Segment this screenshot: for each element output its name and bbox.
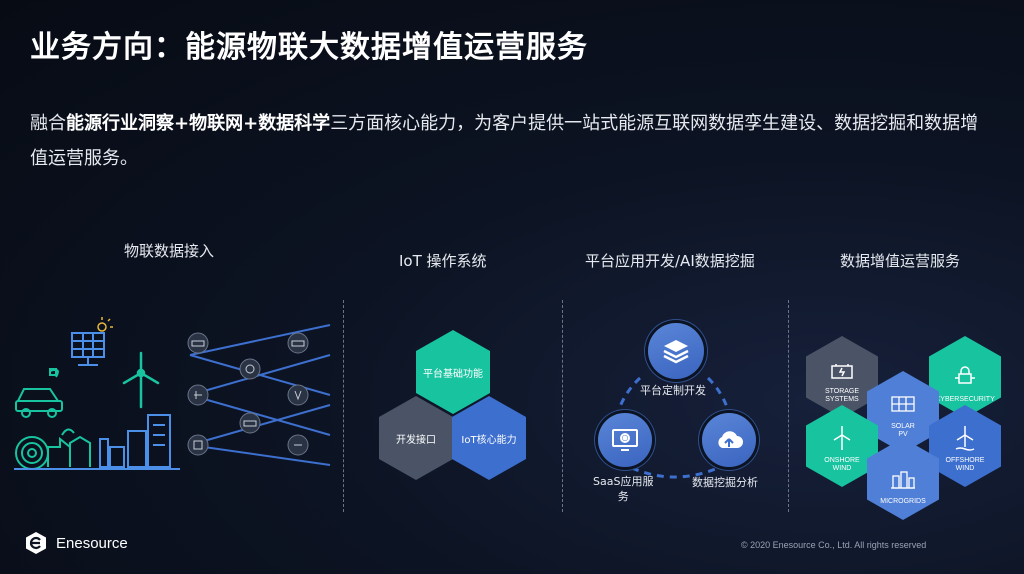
hex-label: IoT核心能力 (461, 434, 517, 446)
lock-icon (955, 366, 975, 384)
network-lines (189, 324, 331, 466)
iot-access-illustration (14, 317, 331, 470)
layers-icon (648, 323, 704, 379)
offshore-turbine-icon (955, 426, 975, 451)
microgrid-icon (891, 471, 915, 489)
hex-label: 开发接口 (396, 434, 436, 446)
solar-panel-icon (71, 332, 105, 366)
platform-ring (612, 376, 734, 479)
divider (343, 300, 344, 512)
solar-panel-icon (891, 396, 915, 412)
enesource-logo-icon (26, 532, 46, 554)
hex-iot-core: IoT核心能力 (452, 396, 526, 480)
saas-label: SaaS应用服务 (593, 475, 654, 503)
wind-turbine-icon (122, 351, 160, 409)
column-heading-services: 数据增值运营服务 (840, 252, 961, 270)
intro-text: 融合能源行业洞察+物联网+数据科学三方面核心能力，为客户提供一站式能源互联网数据… (30, 113, 979, 169)
divider (562, 300, 563, 512)
hex-dev-api: 开发接口 (379, 396, 453, 480)
brand-logo: Enesource (24, 531, 128, 555)
city-buildings-icon (14, 414, 180, 470)
hex-platform-base: 平台基础功能 (416, 330, 490, 414)
hex-label: 平台基础功能 (423, 368, 483, 380)
divider (788, 300, 789, 512)
data-mining-label: 数据挖掘分析 (692, 476, 758, 489)
platform-custom-label: 平台定制开发 (640, 384, 706, 397)
saas-gear-icon (598, 413, 652, 467)
page-title: 业务方向：能源物联大数据增值运营服务 (30, 30, 588, 65)
wind-turbine-icon (833, 426, 851, 450)
battery-icon (831, 364, 853, 379)
copyright-text: © 2020 Enesource Co., Ltd. All rights re… (741, 540, 927, 550)
column-heading-iot-os: IoT 操作系统 (399, 252, 487, 270)
sun-icon (97, 317, 113, 332)
column-heading-iot-access: 物联数据接入 (124, 242, 215, 260)
cloud-upload-icon (702, 413, 756, 467)
column-heading-platform: 平台应用开发/AI数据挖掘 (585, 252, 755, 270)
brand-name: Enesource (56, 534, 128, 552)
ev-car-icon (15, 368, 63, 418)
